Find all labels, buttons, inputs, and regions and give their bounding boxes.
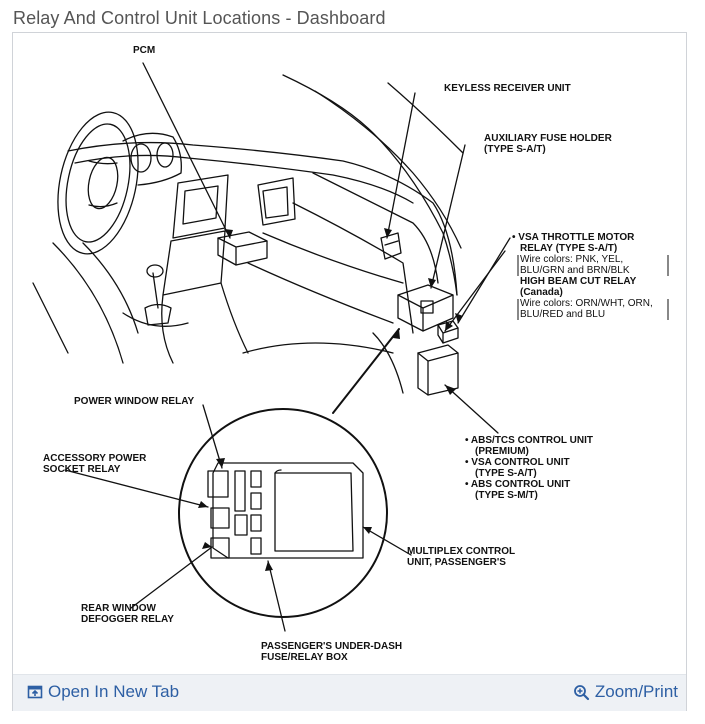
label-vsa-relay-type: RELAY (TYPE S-A/T) xyxy=(520,243,617,254)
label-abs-tcs-premium: (PREMIUM) xyxy=(475,446,529,457)
label-high-beam-cut-relay: HIGH BEAM CUT RELAY xyxy=(520,276,637,287)
gear-shifter xyxy=(144,272,172,326)
label-multiplex-passengers: UNIT, PASSENGER'S xyxy=(407,557,506,568)
label-hb-wire-colors-2: BLU/RED and BLU xyxy=(520,309,605,320)
abs-control-unit xyxy=(417,344,459,396)
label-power-window-relay: POWER WINDOW RELAY xyxy=(74,396,195,407)
auxiliary-fuse-holder xyxy=(397,284,454,332)
label-accessory-power-socket-relay: ACCESSORY POWER xyxy=(43,453,147,464)
magnified-view-circle xyxy=(178,408,388,618)
label-high-beam-canada: (Canada) xyxy=(520,287,563,298)
label-vsa-control-type: (TYPE S-A/T) xyxy=(475,468,537,479)
label-vsa-control-unit: • VSA CONTROL UNIT xyxy=(465,457,570,468)
label-pcm: PCM xyxy=(133,45,155,56)
label-abs-control-type: (TYPE S-M/T) xyxy=(475,490,538,501)
zoom-print-label: Zoom/Print xyxy=(594,682,678,701)
label-keyless-receiver-unit: KEYLESS RECEIVER UNIT xyxy=(444,83,571,94)
label-vsa-wire-colors-2: BLU/GRN and BRN/BLK xyxy=(520,265,630,276)
keyless-receiver-unit xyxy=(380,232,402,260)
open-in-new-tab-link[interactable]: Open In New Tab xyxy=(27,682,179,702)
label-vsa-throttle-motor-relay: • VSA THROTTLE MOTOR xyxy=(512,232,635,243)
zoom-print-link[interactable]: Zoom/Print xyxy=(573,682,678,702)
label-rear-window-defogger-relay: REAR WINDOW xyxy=(81,603,157,614)
label-multiplex-control-unit: MULTIPLEX CONTROL xyxy=(407,546,515,557)
a-pillar-line xyxy=(314,90,462,249)
open-in-new-tab-icon xyxy=(27,684,43,700)
steering-wheel xyxy=(57,111,139,255)
center-stack xyxy=(172,174,229,239)
label-vsa-wire-colors-1: Wire colors: PNK, YEL, xyxy=(520,254,623,265)
page-title: Relay And Control Unit Locations - Dashb… xyxy=(13,8,386,28)
gauge-cluster xyxy=(122,132,182,186)
label-accessory-socket-relay-2: SOCKET RELAY xyxy=(43,464,121,475)
label-abs-tcs-control-unit: • ABS/TCS CONTROL UNIT xyxy=(465,435,593,446)
zoom-icon xyxy=(573,684,590,701)
diagram-frame xyxy=(12,32,687,711)
open-in-new-tab-label: Open In New Tab xyxy=(48,682,180,701)
pcm-unit xyxy=(217,231,268,266)
label-auxiliary-fuse-holder: AUXILIARY FUSE HOLDER xyxy=(484,133,613,144)
glove-box xyxy=(257,177,296,226)
diagram-footer: Open In New Tab Zoom/Print xyxy=(13,674,686,711)
label-passengers-under-dash-fuse-box: PASSENGER'S UNDER-DASH xyxy=(261,641,402,652)
dashboard-diagram[interactable]: PCM KEYLESS RECEIVER UNIT AUXILIARY FUSE… xyxy=(13,33,686,673)
label-fuse-relay-box: FUSE/RELAY BOX xyxy=(261,652,348,663)
label-defogger-relay-2: DEFOGGER RELAY xyxy=(81,614,174,625)
label-auxiliary-fuse-holder-type: (TYPE S-A/T) xyxy=(484,144,546,155)
label-hb-wire-colors-1: Wire colors: ORN/WHT, ORN, xyxy=(520,298,653,309)
dashboard-top xyxy=(67,141,458,296)
label-abs-control-unit: • ABS CONTROL UNIT xyxy=(465,479,570,490)
